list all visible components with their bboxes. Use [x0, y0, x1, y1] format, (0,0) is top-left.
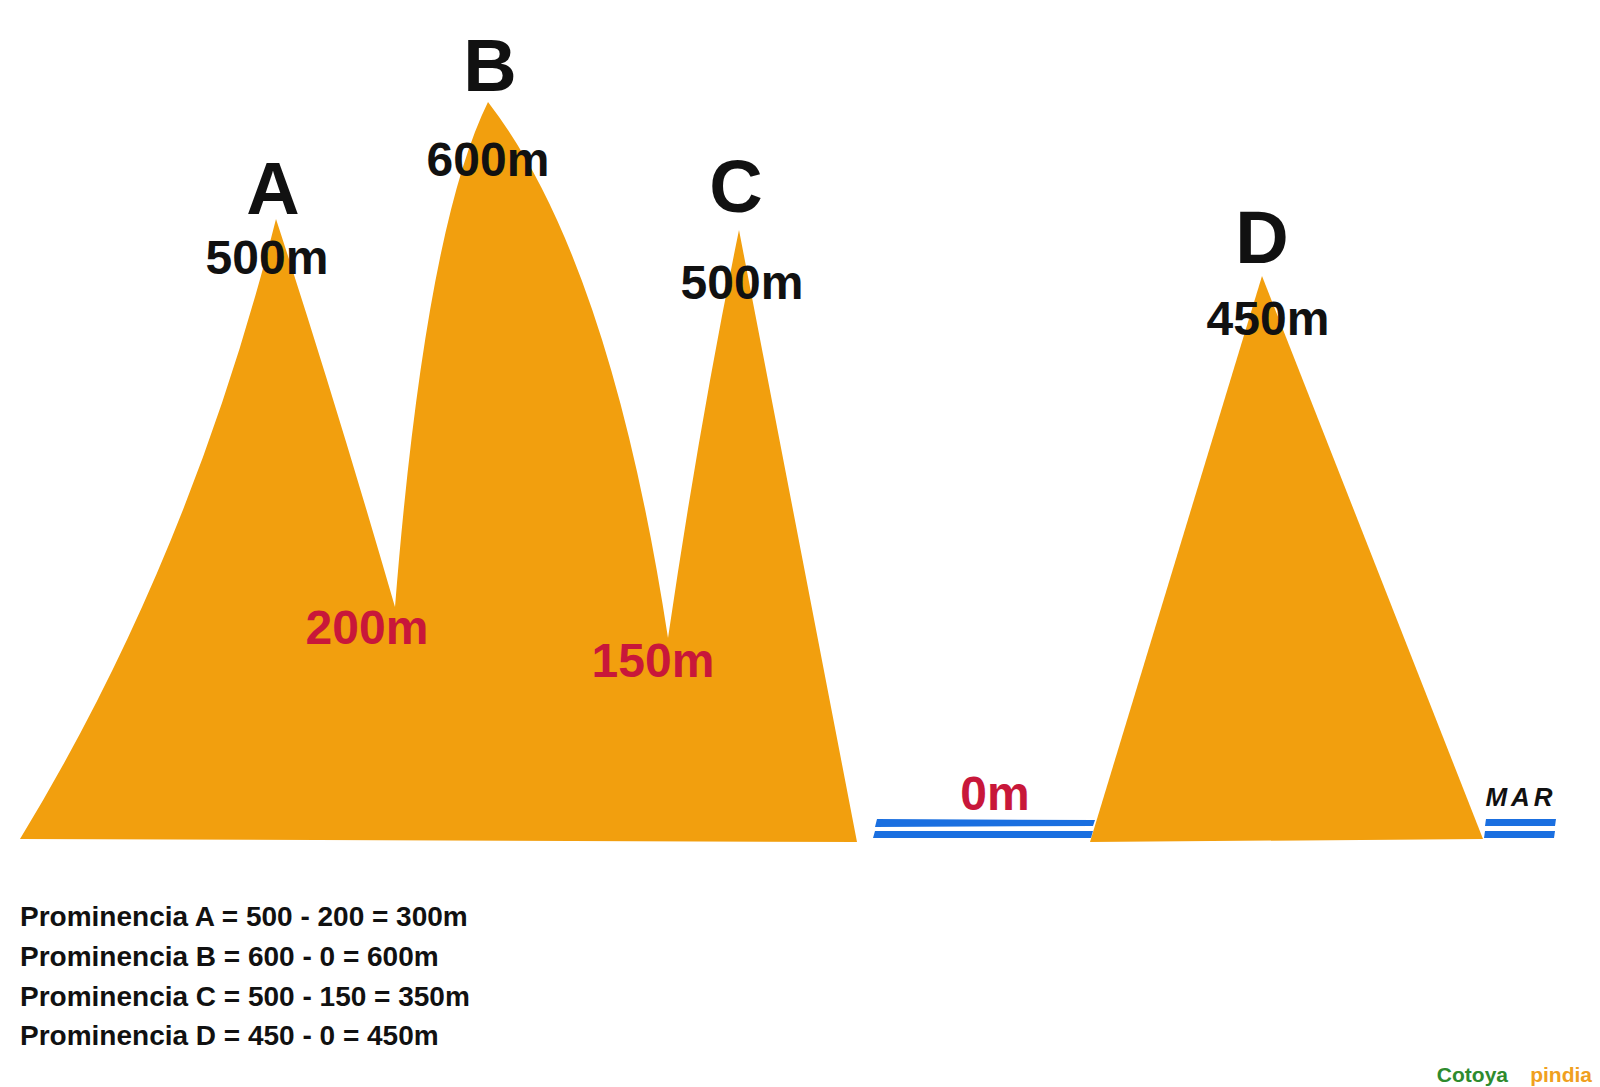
peak-altitude: 600m	[427, 136, 550, 184]
prominence-formula: Prominencia D = 450 - 0 = 450m	[20, 1022, 439, 1050]
sea-altitude: 0m	[960, 770, 1029, 818]
sea-strip	[875, 819, 1095, 827]
peak-altitude: 500m	[206, 234, 329, 282]
col-altitude: 150m	[592, 637, 715, 685]
peak-altitude: 500m	[681, 259, 804, 307]
prominence-formula: Prominencia A = 500 - 200 = 300m	[20, 903, 468, 931]
sea-strip	[873, 831, 1093, 838]
island-mountain	[1090, 276, 1483, 842]
sea-label: MAR	[1485, 784, 1556, 810]
peak-altitude: 450m	[1207, 295, 1330, 343]
sea-strip	[1484, 831, 1555, 838]
watermark: pindia	[1530, 1064, 1592, 1085]
peak-letter: C	[709, 150, 762, 224]
watermark: Cotoya	[1437, 1064, 1508, 1085]
peak-letter: A	[246, 152, 299, 226]
prominence-formula: Prominencia B = 600 - 0 = 600m	[20, 943, 439, 971]
mountain-range	[20, 102, 857, 842]
prominence-formula: Prominencia C = 500 - 150 = 350m	[20, 983, 470, 1011]
peak-letter: D	[1235, 201, 1288, 275]
col-altitude: 200m	[306, 604, 429, 652]
peak-letter: B	[463, 29, 516, 103]
sea	[873, 819, 1556, 838]
sea-strip	[1485, 819, 1556, 826]
